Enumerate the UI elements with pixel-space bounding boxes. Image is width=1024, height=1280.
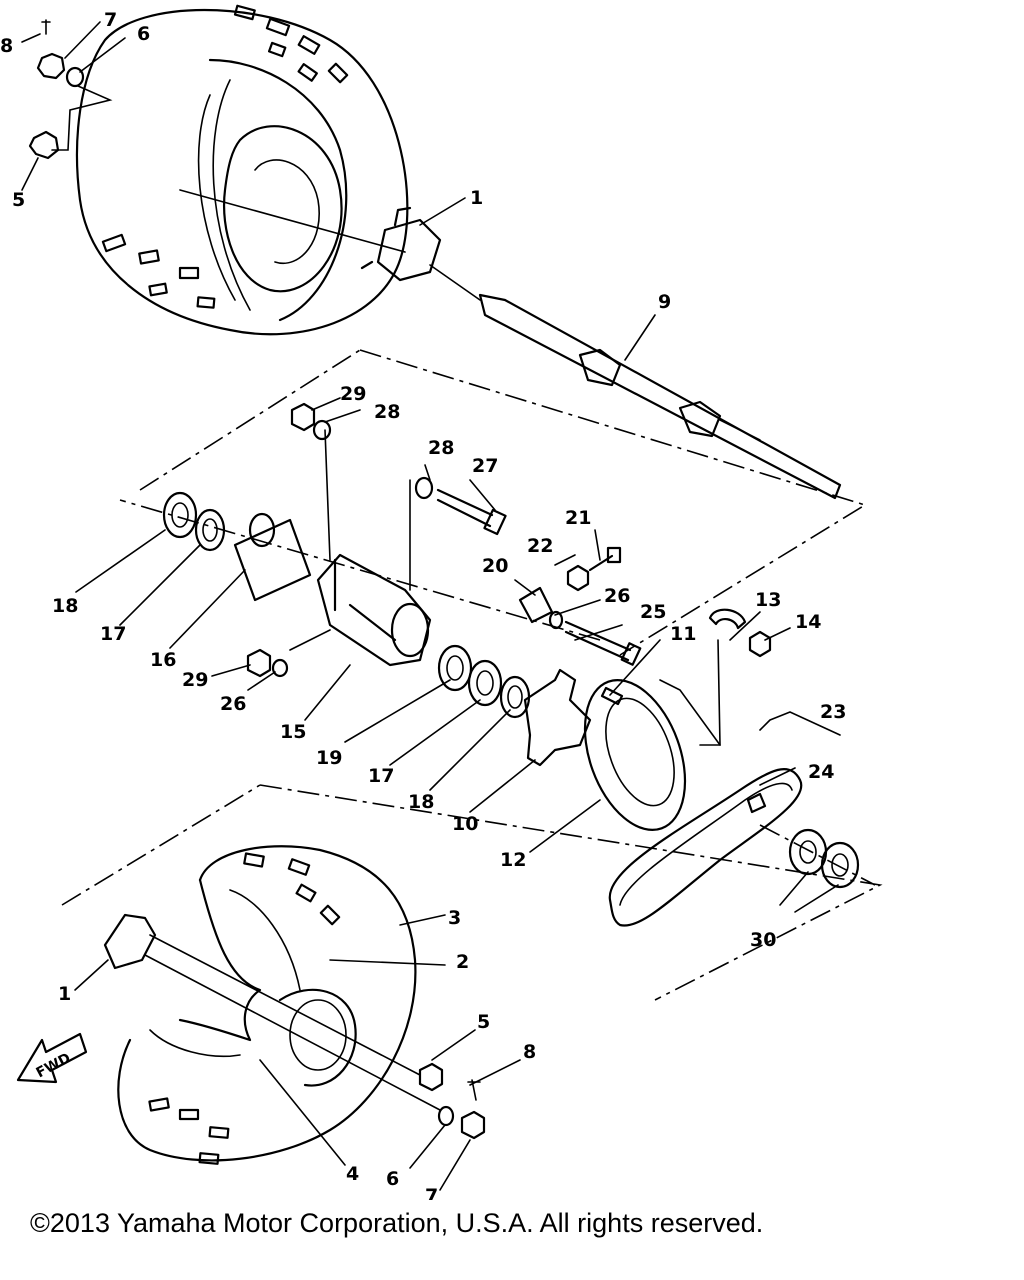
callout-1-upper: 1 [470, 187, 483, 209]
fwd-arrow-icon: FWD [16, 1032, 88, 1084]
nut-7-upper [36, 52, 66, 80]
callout-17-right: 17 [368, 765, 394, 787]
upper-assembly-plane [119, 349, 867, 656]
callout-18-right: 18 [408, 791, 434, 813]
callout-11: 11 [670, 623, 696, 645]
callout-5-lower: 5 [477, 1011, 490, 1033]
callout-20: 20 [482, 555, 508, 577]
chain-guide-clamp [699, 608, 772, 746]
callout-22: 22 [527, 535, 553, 557]
callout-28-upper: 28 [374, 401, 400, 423]
leader-lines [21, 21, 839, 1191]
callout-5-upper: 5 [12, 189, 25, 211]
callout-23: 23 [820, 701, 846, 723]
callout-10: 10 [452, 813, 478, 835]
callout-18-left: 18 [52, 595, 78, 617]
callout-8-lower: 8 [523, 1041, 536, 1063]
lower-wheel [117, 845, 417, 1165]
callout-29-upper: 29 [340, 383, 366, 405]
upper-wheel [28, 4, 409, 336]
callout-16: 16 [150, 649, 176, 671]
lower-hub [103, 913, 441, 1111]
callout-4: 4 [346, 1163, 359, 1185]
lower-assembly-plane [61, 784, 883, 1001]
upper-hub [179, 189, 442, 282]
callout-26-lower: 26 [220, 693, 246, 715]
callout-24: 24 [808, 761, 834, 783]
callout-21: 21 [565, 507, 591, 529]
callout-2: 2 [456, 951, 469, 973]
callout-7-upper: 7 [104, 9, 117, 31]
nut-5-upper [28, 130, 60, 160]
callout-6-upper: 6 [137, 23, 150, 45]
callout-17-left: 17 [100, 623, 126, 645]
drive-chain [608, 711, 841, 927]
middle-fasteners [246, 402, 642, 678]
callout-1-lower: 1 [58, 983, 71, 1005]
callout-12: 12 [500, 849, 526, 871]
rear-axle [429, 264, 842, 500]
tread-lugs-upper [101, 4, 349, 309]
callout-13: 13 [755, 589, 781, 611]
right-bearings-hub [437, 644, 624, 767]
tread-lugs-lower [148, 852, 341, 1165]
callout-8-upper: 8 [0, 35, 13, 57]
callout-26-upper: 26 [604, 585, 630, 607]
chain-guard-rollers [788, 828, 860, 889]
left-bearings [162, 491, 312, 602]
copyright-notice: ©2013 Yamaha Motor Corporation, U.S.A. A… [30, 1208, 764, 1238]
callout-25: 25 [640, 601, 666, 623]
callout-numbers: 8 7 6 5 1 9 29 28 28 27 21 22 20 26 25 1… [0, 9, 846, 1207]
callout-27: 27 [472, 455, 498, 477]
callout-14: 14 [795, 611, 821, 633]
callout-28-lower: 28 [428, 437, 454, 459]
callout-19: 19 [316, 747, 342, 769]
callout-30: 30 [750, 929, 776, 951]
exploded-view-svg: FWD [0, 4, 883, 1207]
sprocket [583, 679, 721, 831]
callout-15: 15 [280, 721, 306, 743]
cotter-pin-8-upper [41, 19, 51, 35]
axle-housing [316, 429, 432, 667]
callout-6-lower: 6 [386, 1168, 399, 1190]
callout-7-lower: 7 [425, 1185, 438, 1200]
callout-9: 9 [658, 291, 671, 313]
lower-fasteners [418, 1062, 486, 1140]
washer-6-upper [65, 66, 85, 88]
callout-3: 3 [448, 907, 461, 929]
callout-29-lower: 29 [182, 669, 208, 691]
